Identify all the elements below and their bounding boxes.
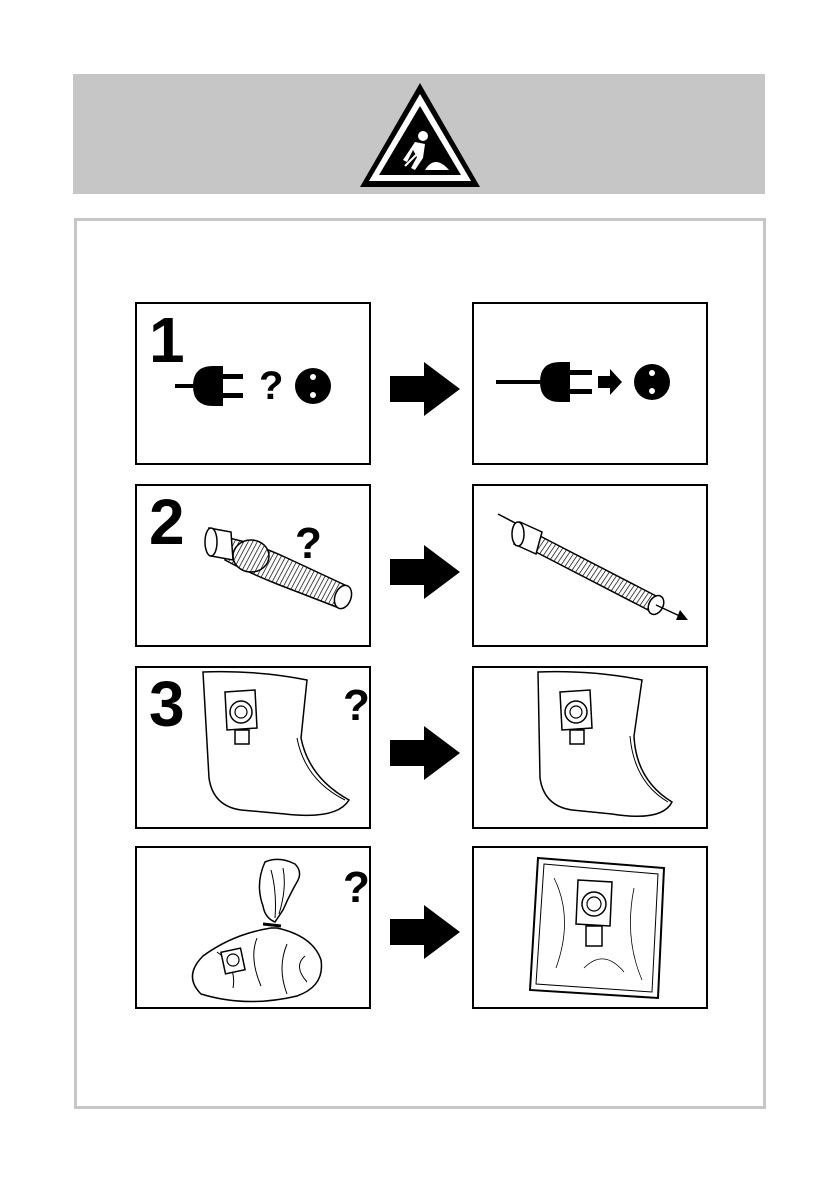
roadworks-warning-icon bbox=[357, 80, 483, 190]
arrow-right-icon bbox=[390, 726, 460, 780]
step-2-problem-panel: 2 ? bbox=[135, 484, 371, 647]
question-mark: ? bbox=[259, 366, 283, 406]
arrow-right-icon bbox=[390, 905, 460, 959]
step-4-problem-panel: ? bbox=[135, 846, 371, 1009]
plug-icon bbox=[137, 304, 371, 465]
filter-bag-icon bbox=[474, 668, 708, 829]
question-mark: ? bbox=[343, 684, 370, 728]
step-2-solution-panel bbox=[472, 484, 708, 647]
clear-hose-icon bbox=[474, 486, 708, 647]
arrow-right-icon bbox=[390, 545, 460, 599]
arrow-right-icon bbox=[390, 362, 460, 416]
tied-full-bag-icon bbox=[137, 848, 371, 1009]
new-filter-bag-icon bbox=[474, 848, 708, 1009]
plug-into-socket-icon bbox=[474, 304, 708, 465]
step-1-problem-panel: 1 ? bbox=[135, 302, 371, 465]
step-4-solution-panel bbox=[472, 846, 708, 1009]
step-3-problem-panel: 3 ? bbox=[135, 666, 371, 829]
clogged-hose-icon bbox=[137, 486, 371, 647]
step-3-solution-panel bbox=[472, 666, 708, 829]
filter-bag-icon bbox=[137, 668, 371, 829]
question-mark: ? bbox=[295, 522, 322, 566]
question-mark: ? bbox=[343, 866, 370, 910]
step-1-solution-panel bbox=[472, 302, 708, 465]
